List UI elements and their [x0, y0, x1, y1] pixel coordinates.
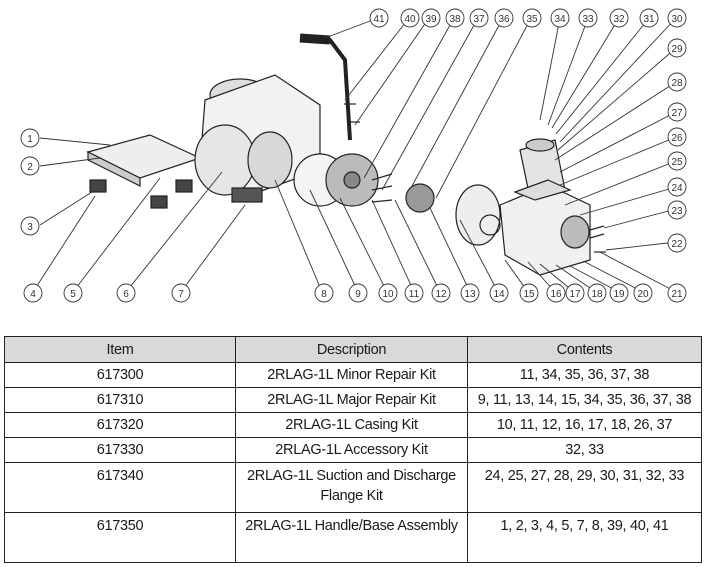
- callout-30: 30: [671, 14, 683, 25]
- description-cell: 2RLAG-1L Handle/Base Assembly: [235, 512, 468, 563]
- callout-4: 4: [30, 289, 36, 300]
- contents-cell: 9, 11, 13, 14, 15, 34, 35, 36, 37, 38: [467, 387, 702, 413]
- table-header-row: Item Description Contents: [4, 336, 702, 363]
- callout-41: 41: [373, 14, 385, 25]
- table-row: 617350 2RLAG-1L Handle/Base Assembly 1, …: [4, 512, 702, 563]
- item-cell: 617310: [4, 387, 236, 413]
- callout-18: 18: [591, 289, 603, 300]
- callout-40: 40: [404, 14, 416, 25]
- table-row: 617340 2RLAG-1L Suction and Discharge Fl…: [4, 462, 702, 513]
- description-cell: 2RLAG-1L Suction and Discharge Flange Ki…: [235, 462, 468, 513]
- contents-cell: 10, 11, 12, 16, 17, 18, 26, 37: [467, 412, 702, 438]
- callout-5: 5: [70, 289, 76, 300]
- callout-36: 36: [498, 14, 510, 25]
- callout-19: 19: [613, 289, 625, 300]
- callout-23: 23: [671, 206, 683, 217]
- callout-leaders: [32, 17, 677, 293]
- contents-cell: 24, 25, 27, 28, 29, 30, 31, 32, 33: [467, 462, 702, 513]
- contents-cell: 11, 34, 35, 36, 37, 38: [467, 362, 702, 388]
- repair-kit-table: Item Description Contents 617300 2RLAG-1…: [4, 336, 702, 563]
- callout-31: 31: [643, 14, 655, 25]
- table-row: 617330 2RLAG-1L Accessory Kit 32, 33: [4, 437, 702, 463]
- callout-11: 11: [409, 289, 420, 300]
- callout-2: 2: [27, 162, 33, 173]
- callout-markers: 1 2 3 4 5 6 7 8 9 10 11 12 13 14 15 16 1…: [20, 8, 687, 303]
- callout-7: 7: [178, 289, 184, 300]
- pump-parts-illustration: [86, 33, 606, 276]
- callout-14: 14: [493, 289, 505, 300]
- callout-26: 26: [671, 133, 683, 144]
- callout-27: 27: [671, 108, 683, 119]
- item-cell: 617320: [4, 412, 236, 438]
- header-item: Item: [4, 336, 236, 363]
- table-row: 617310 2RLAG-1L Major Repair Kit 9, 11, …: [4, 387, 702, 413]
- callout-16: 16: [550, 289, 562, 300]
- table-row: 617300 2RLAG-1L Minor Repair Kit 11, 34,…: [4, 362, 702, 388]
- callout-17: 17: [569, 289, 581, 300]
- callout-24: 24: [671, 183, 683, 194]
- callout-9: 9: [355, 289, 361, 300]
- item-cell: 617350: [4, 512, 236, 563]
- callout-3: 3: [27, 222, 33, 233]
- item-cell: 617340: [4, 462, 236, 513]
- table-row: 617320 2RLAG-1L Casing Kit 10, 11, 12, 1…: [4, 412, 702, 438]
- item-cell: 617330: [4, 437, 236, 463]
- contents-cell: 32, 33: [467, 437, 702, 463]
- callout-29: 29: [671, 44, 683, 55]
- contents-cell: 1, 2, 3, 4, 5, 7, 8, 39, 40, 41: [467, 512, 702, 563]
- callout-20: 20: [637, 289, 649, 300]
- callout-28: 28: [671, 78, 683, 89]
- description-cell: 2RLAG-1L Minor Repair Kit: [235, 362, 468, 388]
- header-contents: Contents: [467, 336, 702, 363]
- callout-25: 25: [671, 157, 683, 168]
- callout-13: 13: [464, 289, 476, 300]
- callout-15: 15: [523, 289, 535, 300]
- callout-33: 33: [582, 14, 594, 25]
- callout-8: 8: [321, 289, 327, 300]
- description-cell: 2RLAG-1L Accessory Kit: [235, 437, 468, 463]
- callout-35: 35: [526, 14, 538, 25]
- item-cell: 617300: [4, 362, 236, 388]
- callout-39: 39: [425, 14, 437, 25]
- callout-10: 10: [382, 289, 394, 300]
- callout-38: 38: [449, 14, 461, 25]
- description-cell: 2RLAG-1L Major Repair Kit: [235, 387, 468, 413]
- callout-21: 21: [671, 289, 683, 300]
- callout-12: 12: [435, 289, 447, 300]
- callout-1: 1: [27, 134, 33, 145]
- callout-6: 6: [123, 289, 129, 300]
- description-cell: 2RLAG-1L Casing Kit: [235, 412, 468, 438]
- callout-37: 37: [473, 14, 485, 25]
- header-description: Description: [235, 336, 468, 363]
- callout-32: 32: [613, 14, 625, 25]
- exploded-parts-diagram: 1 2 3 4 5 6 7 8 9 10 11 12 13 14 15 16 1…: [20, 8, 687, 303]
- callout-22: 22: [671, 239, 683, 250]
- callout-34: 34: [554, 14, 566, 25]
